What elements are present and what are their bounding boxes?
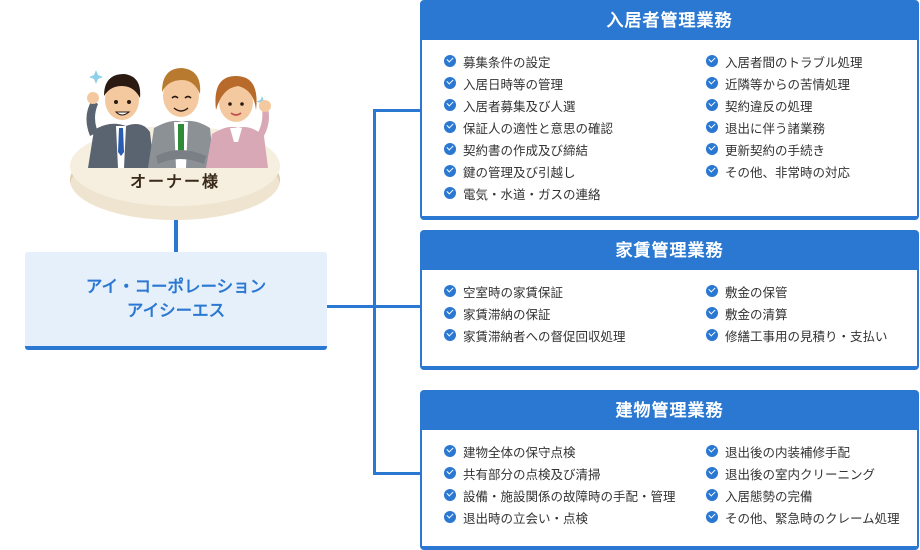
item-list-left: 建物全体の保守点検 共有部分の点検及び清掃 設備・施設関係の故障時の手配・管理 …: [444, 440, 706, 528]
item-list-left: 募集条件の設定 入居日時等の管理 入居者募集及び人選 保証人の適性と意思の確認 …: [444, 50, 706, 204]
check-circle-icon: [706, 489, 718, 501]
list-item: 入居態勢の完備: [706, 484, 900, 506]
woman-right-figure: [206, 76, 271, 168]
check-circle-icon: [444, 329, 456, 341]
panel-title: 家賃管理業務: [422, 232, 917, 270]
man-left-figure: [86, 74, 154, 168]
check-circle-icon: [706, 329, 718, 341]
check-circle-icon: [444, 445, 456, 457]
check-circle-icon: [444, 143, 456, 155]
company-to-trunk-connector: [327, 305, 375, 308]
panel-tenant-management: 入居者管理業務 募集条件の設定 入居日時等の管理 入居者募集及び人選 保証人の適…: [420, 0, 919, 220]
trunk-connector: [373, 109, 376, 475]
check-circle-icon: [706, 99, 718, 111]
check-circle-icon: [706, 445, 718, 457]
list-item: 退出時の立会い・点検: [444, 506, 706, 528]
item-list-right: 敷金の保管 敷金の清算 修繕工事用の見積り・支払い: [706, 280, 888, 346]
man-middle-figure: [148, 68, 214, 168]
list-item: 入居日時等の管理: [444, 72, 706, 94]
branch-connector-building: [373, 472, 420, 475]
item-list-right: 退出後の内装補修手配 退出後の室内クリーニング 入居態勢の完備 その他、緊急時の…: [706, 440, 900, 528]
check-circle-icon: [706, 511, 718, 523]
check-circle-icon: [706, 55, 718, 67]
check-circle-icon: [444, 121, 456, 133]
list-item: 募集条件の設定: [444, 50, 706, 72]
company-name-line2: アイシーエス: [126, 301, 226, 320]
list-item: 建物全体の保守点検: [444, 440, 706, 462]
check-circle-icon: [706, 121, 718, 133]
list-item: 共有部分の点検及び清掃: [444, 462, 706, 484]
check-circle-icon: [444, 99, 456, 111]
check-circle-icon: [444, 77, 456, 89]
list-item: 電気・水道・ガスの連絡: [444, 182, 706, 204]
list-item: 鍵の管理及び引越し: [444, 160, 706, 182]
check-circle-icon: [706, 165, 718, 177]
list-item: 入居者間のトラブル処理: [706, 50, 863, 72]
list-item: 契約違反の処理: [706, 94, 863, 116]
check-circle-icon: [444, 285, 456, 297]
panel-title: 入居者管理業務: [422, 2, 917, 40]
check-circle-icon: [444, 187, 456, 199]
owners-illustration: [86, 68, 271, 168]
list-item: 更新契約の手続き: [706, 138, 863, 160]
check-circle-icon: [706, 77, 718, 89]
list-item: 空室時の家賃保証: [444, 280, 706, 302]
check-circle-icon: [706, 285, 718, 297]
list-item: 家賃滞納の保証: [444, 302, 706, 324]
list-item: 退出後の内装補修手配: [706, 440, 900, 462]
check-circle-icon: [444, 55, 456, 67]
check-circle-icon: [444, 467, 456, 479]
list-item: 設備・施設関係の故障時の手配・管理: [444, 484, 706, 506]
list-item: 家賃滞納者への督促回収処理: [444, 324, 706, 346]
company-name-line1: アイ・コーポレーション: [85, 277, 267, 296]
branch-connector-rent: [373, 305, 420, 308]
list-item: 入居者募集及び人選: [444, 94, 706, 116]
list-item: 退出後の室内クリーニング: [706, 462, 900, 484]
owner-label: オーナー様: [129, 172, 220, 191]
list-item: 保証人の適性と意思の確認: [444, 116, 706, 138]
branch-connector-tenant: [373, 109, 420, 112]
owner-to-company-connector: [174, 205, 178, 253]
check-circle-icon: [706, 143, 718, 155]
panel-title: 建物管理業務: [422, 392, 917, 430]
company-box: アイ・コーポレーション アイシーエス: [25, 252, 327, 350]
check-circle-icon: [444, 489, 456, 501]
check-circle-icon: [706, 307, 718, 319]
list-item: 敷金の保管: [706, 280, 888, 302]
panel-rent-management: 家賃管理業務 空室時の家賃保証 家賃滞納の保証 家賃滞納者への督促回収処理 敷金…: [420, 230, 919, 370]
panel-building-management: 建物管理業務 建物全体の保守点検 共有部分の点検及び清掃 設備・施設関係の故障時…: [420, 390, 919, 550]
check-circle-icon: [444, 307, 456, 319]
list-item: 敷金の清算: [706, 302, 888, 324]
list-item: 修繕工事用の見積り・支払い: [706, 324, 888, 346]
check-circle-icon: [444, 511, 456, 523]
list-item: 近隣等からの苦情処理: [706, 72, 863, 94]
check-circle-icon: [444, 165, 456, 177]
list-item: 退出に伴う諸業務: [706, 116, 863, 138]
list-item: 契約書の作成及び締結: [444, 138, 706, 160]
check-circle-icon: [706, 467, 718, 479]
list-item: その他、緊急時のクレーム処理: [706, 506, 900, 528]
list-item: その他、非常時の対応: [706, 160, 863, 182]
item-list-left: 空室時の家賃保証 家賃滞納の保証 家賃滞納者への督促回収処理: [444, 280, 706, 346]
item-list-right: 入居者間のトラブル処理 近隣等からの苦情処理 契約違反の処理 退出に伴う諸業務 …: [706, 50, 863, 204]
